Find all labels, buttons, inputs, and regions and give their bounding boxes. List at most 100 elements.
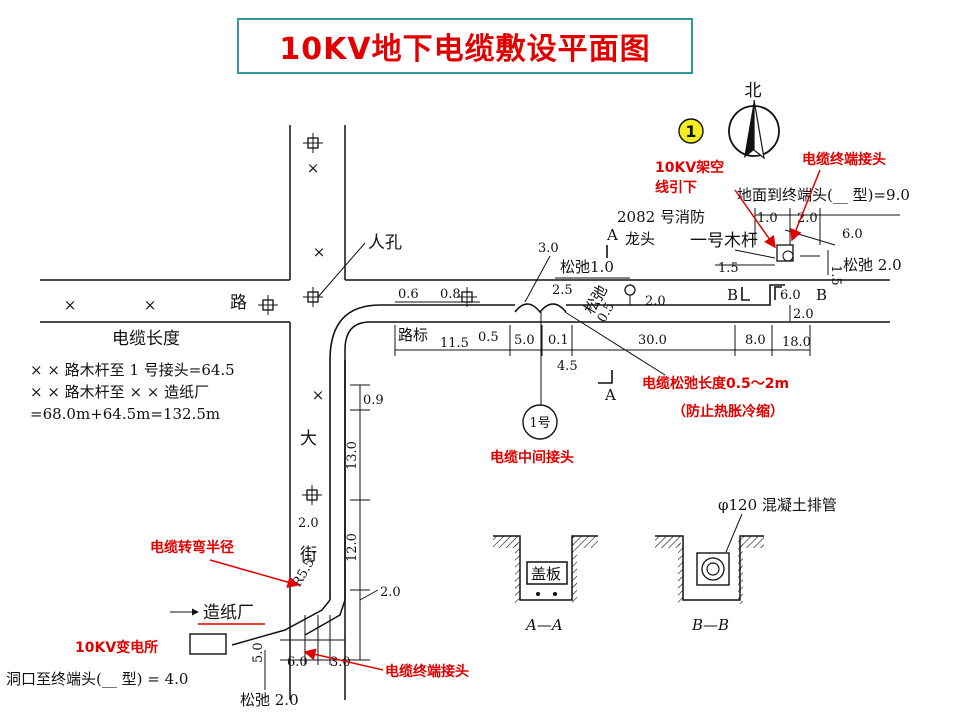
- slack-loops: [514, 303, 567, 314]
- dim-0-9: 0.9: [363, 393, 384, 408]
- slack-leader: [564, 311, 666, 376]
- section-aa: 盖板 A—A: [493, 535, 598, 634]
- section-bb: φ120 混凝土排管 B—B: [655, 496, 837, 634]
- street-dims: 0.9 13.0 12.0 2.0 R5.5 2.0 6.0 3.0 5.0: [251, 384, 401, 690]
- substation-label: 10KV变电所: [75, 639, 158, 656]
- dim-3-0: 3.0: [538, 241, 559, 256]
- pole-marker: [302, 485, 322, 505]
- dim-6-0a: 6.0: [842, 227, 863, 242]
- trench-wall: [678, 544, 683, 604]
- dim-8-0: 8.0: [745, 333, 766, 348]
- overhead-line-label-1: 10KV架空: [655, 159, 724, 176]
- terminal-symbol: [782, 250, 794, 262]
- paper-mill-substation: 造纸厂 洞口至终端头(__ 型) = 4.0 松弛 2.0: [6, 603, 299, 709]
- dim-2-0e: 2.0: [298, 516, 319, 531]
- pole-1-label: 一号木杆: [690, 231, 758, 251]
- red-annotations: 10KV架空 线引下 电缆终端接头 电缆松弛长度0.5～2m （防止热胀冷缩） …: [75, 151, 886, 680]
- dim-2-5: 2.5: [552, 283, 573, 298]
- road-corner-curve: [344, 321, 371, 351]
- north-needle-right: [753, 99, 765, 160]
- cable-turn-inner: [304, 599, 346, 636]
- marker-1-text: 1: [685, 122, 696, 141]
- cable-length-heading: 电缆长度: [112, 329, 180, 349]
- leader: [524, 255, 551, 303]
- slack-length-label: 电缆松弛长度0.5～2m: [642, 375, 789, 392]
- mid-joint-label: 电缆中间接头: [490, 449, 574, 466]
- a-bracket-bottom: [598, 370, 613, 384]
- concrete-duct: [696, 552, 730, 586]
- cable-route: [231, 284, 785, 646]
- pole-marker: [258, 295, 278, 315]
- dim-5-0b: 5.0: [251, 642, 266, 663]
- cross-mark: ×: [144, 296, 157, 314]
- a-mark-top: A: [606, 226, 618, 244]
- paper-mill-label: 造纸厂: [203, 603, 254, 623]
- north-label: 北: [745, 81, 762, 101]
- dim-18-0: 18.0: [782, 335, 811, 350]
- dim-4-5: 4.5: [557, 359, 578, 374]
- terminal-detail: 地面到终端头(__ 型)=9.0 1.0 2.0 6.0 1.5 1.5 松弛 …: [617, 186, 910, 322]
- cable-east-path: [566, 284, 785, 306]
- cover-label: 盖板: [531, 565, 561, 583]
- pole-marker: [303, 133, 323, 153]
- manhole-leader: [317, 242, 366, 298]
- cable-to-substation: [231, 599, 331, 646]
- north-arrow: 北: [728, 81, 780, 160]
- substation-box: [189, 633, 227, 655]
- dim-0-5b: 0.5: [478, 330, 499, 345]
- b-mark-left: B: [727, 286, 738, 304]
- dim-2-0d: 2.0: [793, 307, 814, 322]
- dim-13-0: 13.0: [345, 441, 360, 470]
- cable-dot: [553, 592, 557, 596]
- section-aa-label: A—A: [524, 616, 563, 634]
- terminal-box: [776, 244, 794, 262]
- trench-outline: [493, 535, 598, 601]
- cover-plate: [526, 561, 568, 585]
- soil-hatch: [655, 536, 681, 548]
- pipe-leader: [725, 513, 743, 553]
- hydrant-symbol: [624, 284, 636, 296]
- dim-2-0a: 2.0: [645, 294, 666, 309]
- dim-5-0a: 5.0: [514, 333, 535, 348]
- slack-2-0: 松弛 2.0: [843, 256, 902, 274]
- slack-1-0: 松弛1.0: [560, 258, 614, 276]
- section-bb-label: B—B: [691, 616, 729, 634]
- b-bracket-left: [741, 287, 750, 301]
- dim-1-0b: 1.0: [757, 211, 778, 226]
- pole-marker: [303, 287, 323, 307]
- poles: × × × × ×: [64, 133, 636, 505]
- term-joint-bottom-arrow: [303, 648, 384, 671]
- b-bracket-right: [774, 286, 782, 300]
- dim-0-8: 0.8: [440, 287, 461, 302]
- pipe-label: φ120 混凝土排管: [718, 496, 837, 514]
- hydrant-label: 2082 号消防: [617, 208, 705, 226]
- cable-dot: [536, 592, 540, 596]
- pole-leader: [734, 249, 776, 259]
- road-name-lu: 路: [230, 293, 247, 313]
- trench-wall: [572, 544, 577, 604]
- dim-2-0f: 2.0: [380, 585, 401, 600]
- term-joint-bottom-label: 电缆终端接头: [385, 663, 469, 680]
- marker-1: 1: [678, 118, 704, 144]
- dim-1-5b: 1.5: [828, 265, 843, 286]
- pipe-inner: [706, 562, 720, 576]
- joint-1-circle: [522, 404, 558, 440]
- cable-length-line-2: × × 路木杆至 × × 造纸厂: [30, 383, 209, 401]
- overhead-line-label-2: 线引下: [655, 179, 697, 196]
- soil-hatch: [738, 536, 764, 548]
- slack-reason-label: （防止热胀冷缩）: [672, 403, 784, 420]
- turn-radius-label: 电缆转弯半径: [150, 539, 234, 556]
- b-mark-right: B: [816, 286, 827, 304]
- dim-1-5a: 1.5: [718, 261, 739, 276]
- cable-length-line-3: =68.0m+64.5m=132.5m: [30, 405, 220, 423]
- dim-11-5: 11.5: [440, 336, 469, 351]
- page-title: 10KV地下电缆敷设平面图: [279, 32, 651, 67]
- ground-to-terminal: 地面到终端头(__ 型)=9.0: [737, 186, 910, 204]
- soil-hatch: [493, 536, 519, 548]
- manhole-label: 人孔: [368, 233, 402, 253]
- cross-mark: ×: [307, 159, 320, 177]
- road-marker-label: 路标: [398, 326, 428, 344]
- cave-to-terminal: 洞口至终端头(__ 型) = 4.0: [6, 670, 188, 688]
- title-box: 10KV地下电缆敷设平面图: [237, 18, 693, 74]
